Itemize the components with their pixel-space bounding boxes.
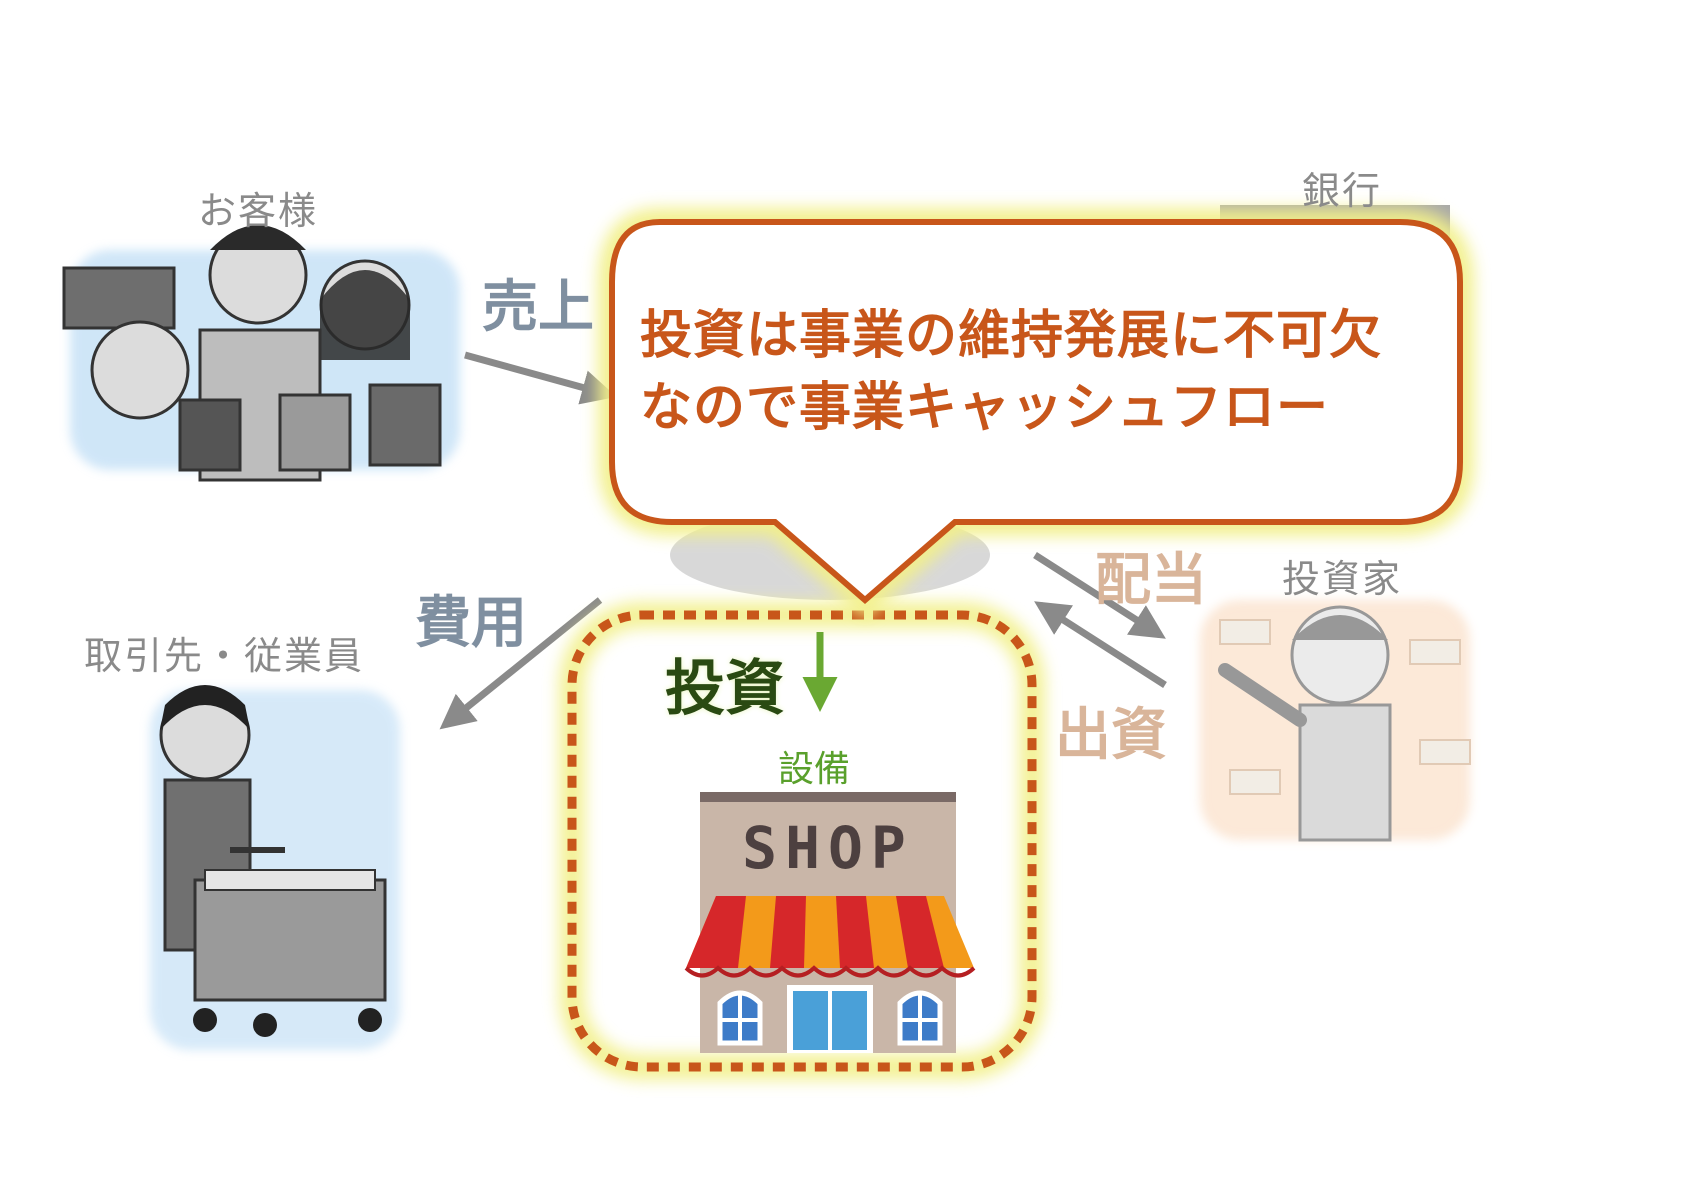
capital-arrow	[1034, 601, 1167, 688]
investor-illustration	[1200, 600, 1471, 842]
bubble-line-1: 投資は事業の維持発展に不可欠	[640, 306, 1383, 366]
dividends-label: 配当	[1095, 548, 1207, 613]
investors-label: 投資家	[1282, 557, 1403, 601]
capital-label: 出資	[1055, 703, 1167, 768]
sales-arrow	[464, 351, 617, 405]
shop-sign: SHOP	[700, 792, 956, 894]
equipment-label: 設備	[778, 749, 851, 790]
supplier-illustration	[150, 685, 400, 1050]
dividends-arrow	[1033, 552, 1166, 639]
investment-label: 投資	[665, 654, 785, 724]
shop-storefront	[684, 888, 976, 1053]
expenses-arrow	[439, 597, 603, 730]
equipment-frame	[567, 610, 1037, 1072]
bubble-text: 投資は事業の維持発展に不可欠 なので事業キャッシュフロー	[640, 300, 1440, 444]
speech-bubble	[609, 219, 1463, 604]
expenses-label: 費用	[415, 591, 527, 656]
customers-label: お客様	[198, 189, 319, 233]
shop-illustration: SHOP	[680, 788, 980, 1053]
sales-label: 売上	[482, 275, 594, 340]
bubble-line-2: なので事業キャッシュフロー	[640, 378, 1330, 438]
bank-label: 銀行	[1302, 169, 1383, 213]
suppliers-label: 取引先・従業員	[84, 634, 365, 678]
customers-illustration	[62, 225, 460, 482]
